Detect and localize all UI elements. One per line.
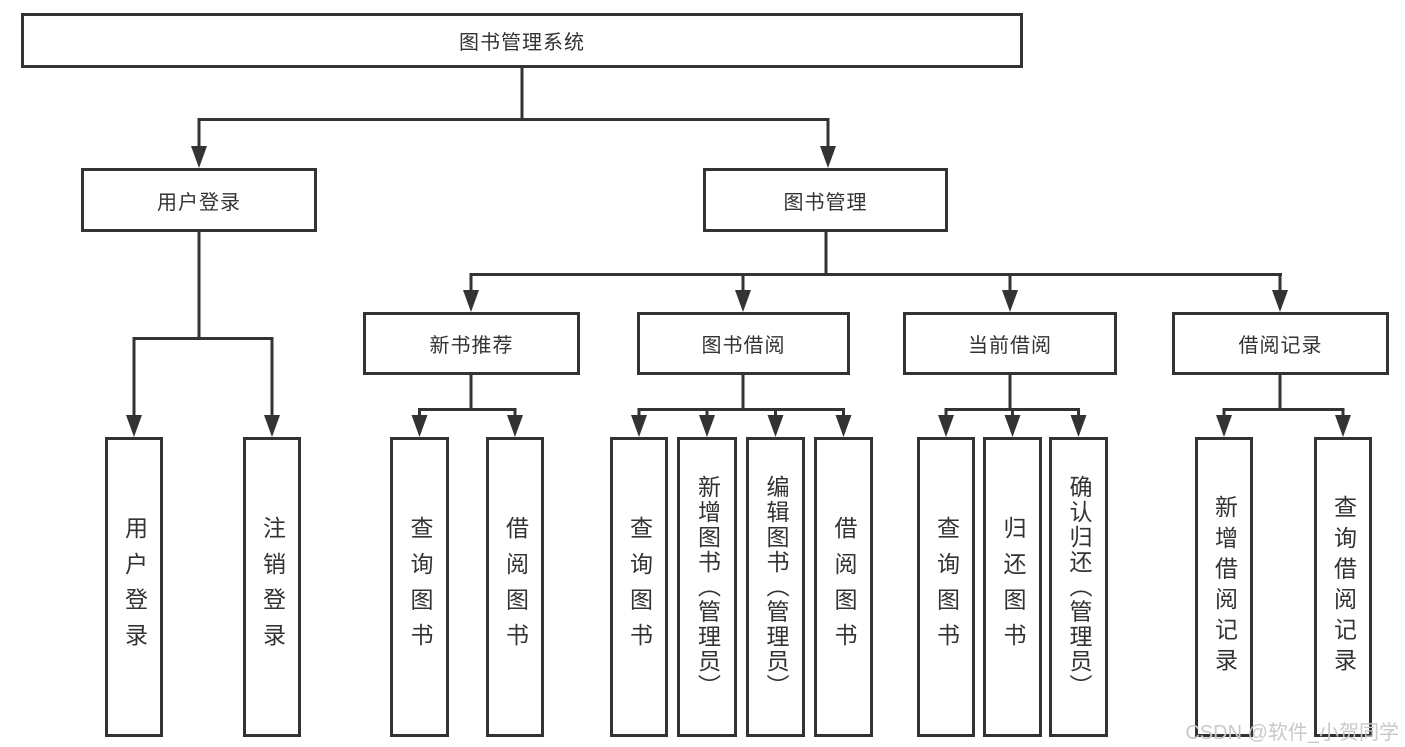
leaf-borrow-borrow-books: 借阅图书 — [814, 437, 873, 737]
node-book-management: 图书管理 — [703, 168, 948, 232]
leaf-user-login-label: 用户登录 — [121, 515, 148, 659]
leaf-borrow-edit-books-admin-label: 编辑图书（管理员） — [763, 475, 789, 699]
leaf-borrow-query-books-label: 查询图书 — [626, 515, 653, 659]
node-current-borrow: 当前借阅 — [903, 312, 1117, 375]
leaf-borrow-borrow-books-label: 借阅图书 — [831, 515, 857, 659]
leaf-newbook-query-books-label: 查询图书 — [407, 515, 433, 659]
node-book-borrow: 图书借阅 — [637, 312, 850, 375]
leaf-current-query-books-label: 查询图书 — [933, 515, 960, 659]
leaf-newbook-query-books: 查询图书 — [390, 437, 449, 737]
leaf-records-query-record-label: 查询借阅记录 — [1330, 495, 1357, 679]
node-book-management-label: 图书管理 — [783, 191, 868, 214]
leaf-records-query-record: 查询借阅记录 — [1314, 437, 1372, 737]
node-root: 图书管理系统 — [21, 13, 1023, 68]
node-user-login: 用户登录 — [81, 168, 317, 232]
leaf-current-query-books: 查询图书 — [917, 437, 975, 737]
leaf-logout: 注销登录 — [243, 437, 301, 737]
connector-userlogin-to-leaves — [126, 232, 280, 437]
node-new-book-recommend: 新书推荐 — [363, 312, 580, 375]
leaf-newbook-borrow-books: 借阅图书 — [486, 437, 544, 737]
node-new-book-recommend-label: 新书推荐 — [429, 335, 514, 357]
leaf-current-confirm-return-admin-label: 确认归还（管理员） — [1066, 475, 1092, 699]
leaf-borrow-add-books-admin: 新增图书（管理员） — [677, 437, 737, 737]
connector-level3-to-leaves — [411, 375, 1351, 437]
watermark-text: CSDN @软件_小贺同学 — [1185, 722, 1399, 744]
node-borrow-records-label: 借阅记录 — [1238, 335, 1323, 357]
node-user-login-label: 用户登录 — [157, 191, 241, 214]
node-root-label: 图书管理系统 — [459, 32, 585, 54]
leaf-current-return-books: 归还图书 — [983, 437, 1042, 737]
leaf-borrow-edit-books-admin: 编辑图书（管理员） — [746, 437, 805, 737]
leaf-borrow-add-books-admin-label: 新增图书（管理员） — [694, 475, 721, 699]
leaf-records-add-record: 新增借阅记录 — [1195, 437, 1253, 737]
node-current-borrow-label: 当前借阅 — [968, 335, 1052, 357]
leaf-newbook-borrow-books-label: 借阅图书 — [502, 515, 529, 659]
node-borrow-records: 借阅记录 — [1172, 312, 1389, 375]
node-book-borrow-label: 图书借阅 — [701, 335, 786, 357]
leaf-current-confirm-return-admin: 确认归还（管理员） — [1049, 437, 1108, 737]
connector-bookmgmt-to-level3 — [463, 232, 1288, 312]
leaf-current-return-books-label: 归还图书 — [1000, 515, 1026, 659]
leaf-user-login: 用户登录 — [105, 437, 163, 737]
leaf-records-add-record-label: 新增借阅记录 — [1211, 495, 1238, 679]
connector-root-to-level2 — [191, 68, 836, 168]
leaf-borrow-query-books: 查询图书 — [610, 437, 668, 737]
leaf-logout-label: 注销登录 — [259, 515, 286, 659]
